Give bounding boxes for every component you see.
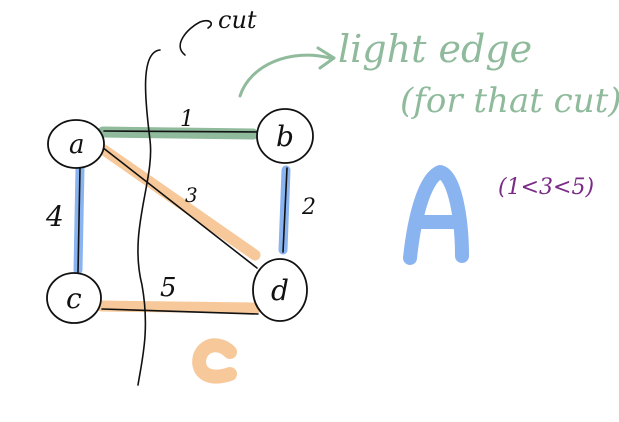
weight-cd: 5 (160, 273, 177, 303)
node-d-label: d (271, 274, 289, 307)
node-a-label: a (69, 130, 85, 160)
edge-ad (101, 146, 258, 269)
edge-ac (77, 167, 81, 273)
node-a: a (47, 119, 105, 169)
node-c-label: c (66, 282, 82, 315)
node-d: d (252, 258, 308, 322)
inequality-note: (1<3<5) (498, 175, 594, 200)
set-A-glyph (403, 165, 469, 265)
node-c: c (46, 272, 102, 324)
weight-ac: 4 (45, 200, 64, 233)
node-b: b (256, 108, 314, 164)
set-C-glyph (192, 338, 237, 384)
edge-ab-green-highlight (97, 126, 259, 140)
weight-bd: 2 (301, 195, 316, 220)
edge-ab (103, 130, 258, 133)
cut-pointer-arrow (179, 19, 212, 56)
light-edge-arrow (238, 46, 336, 98)
light-edge-text: light edge (338, 27, 532, 71)
edge-cd (101, 308, 259, 315)
weight-ad: 3 (185, 183, 198, 207)
edges (77, 130, 288, 315)
node-b-label: b (276, 120, 294, 153)
set-C-mark: c (192, 338, 237, 384)
edge-cd-orange-highlight (96, 300, 262, 314)
weight-ab: 1 (180, 107, 194, 132)
cut-label: cut (218, 6, 257, 34)
light-edge-annotation: light edge (for that cut) (238, 27, 619, 121)
light-edge-subtext: (for that cut) (400, 81, 619, 121)
edge-weights: 1 2 3 4 5 (45, 107, 316, 303)
cut-curve (137, 49, 161, 386)
nodes: a b c d (46, 108, 314, 324)
set-A-mark: A (403, 165, 469, 265)
edge-bd (282, 167, 288, 253)
